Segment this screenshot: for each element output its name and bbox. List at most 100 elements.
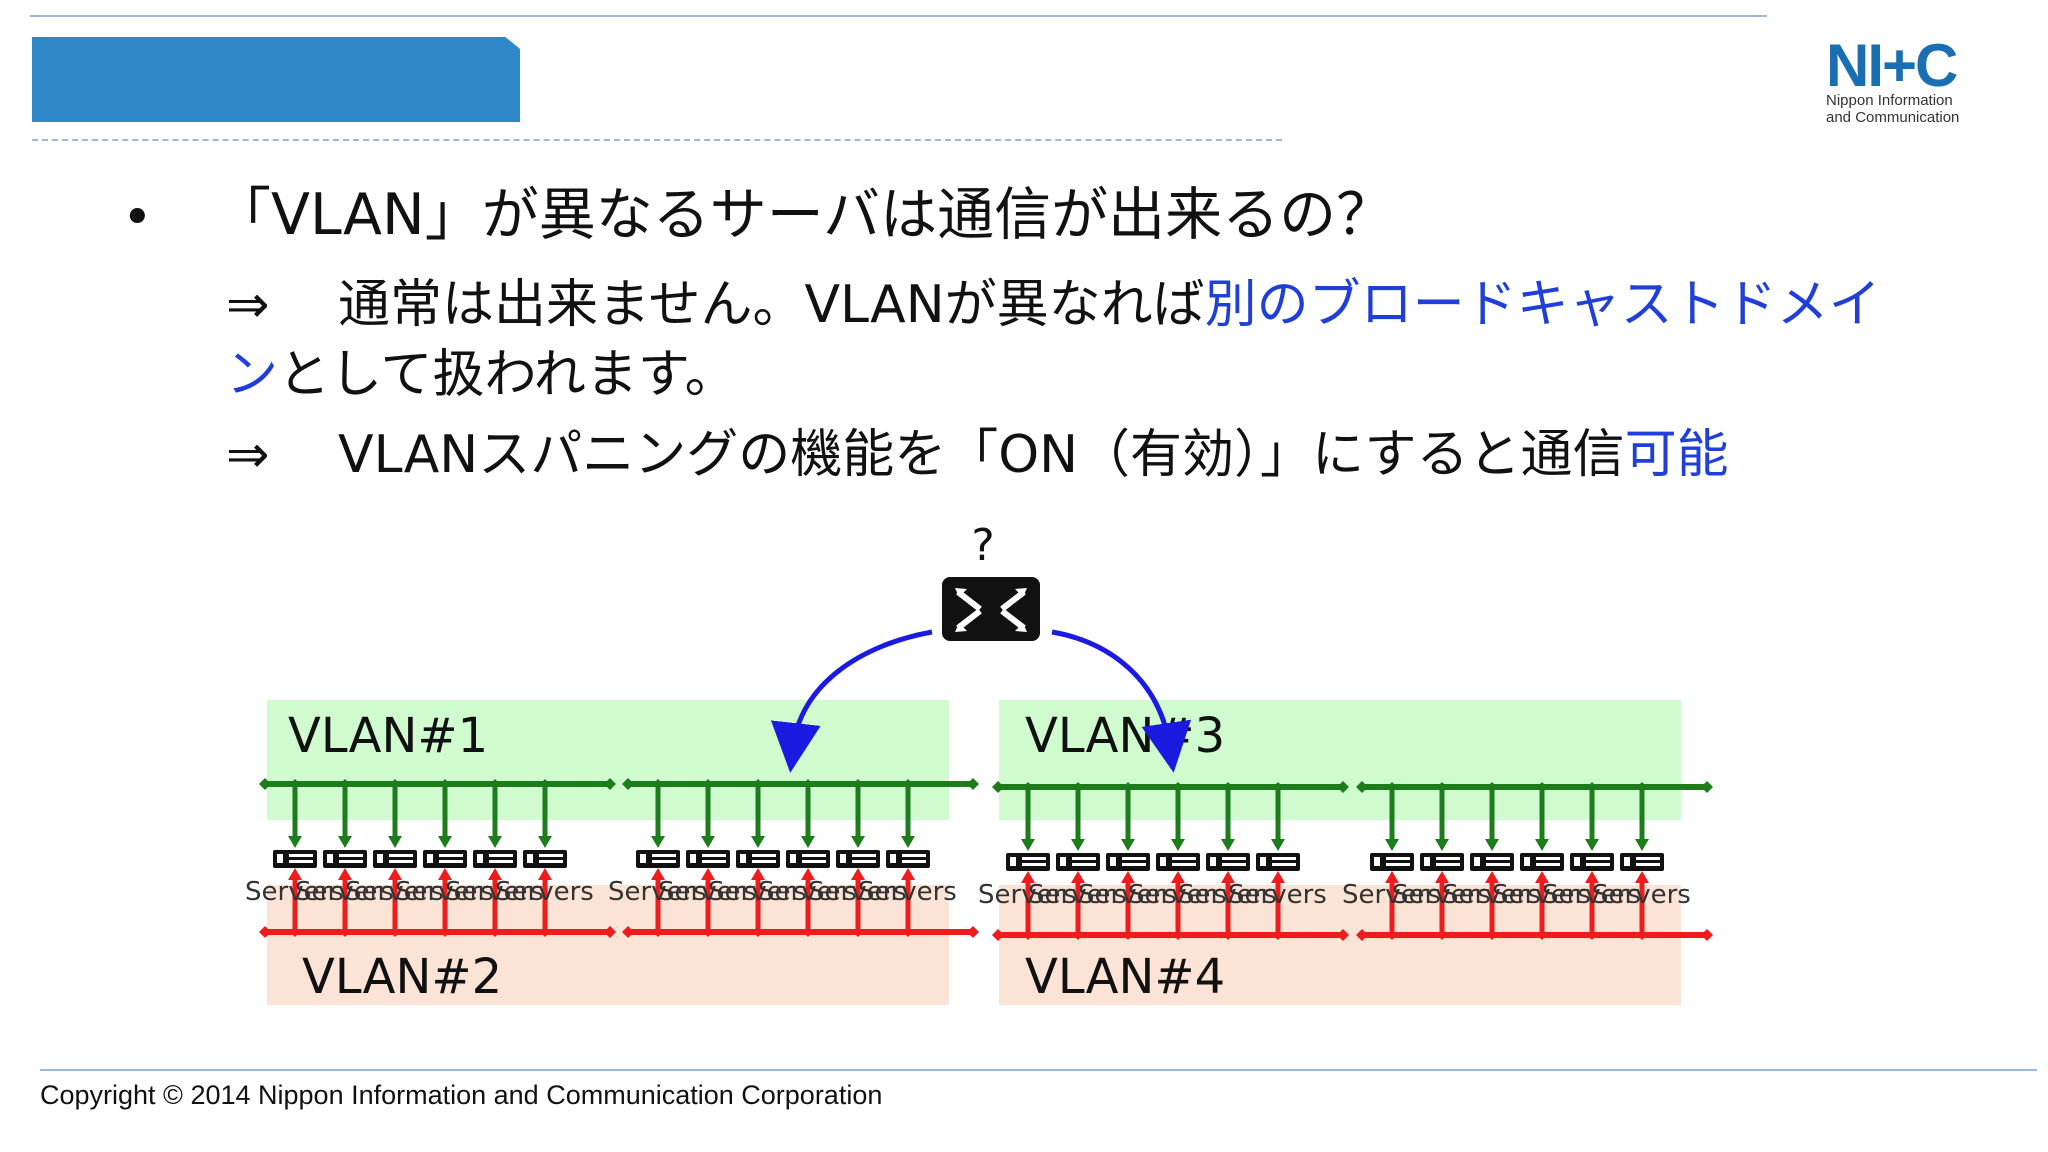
drop-node [1073,930,1083,940]
drop-node [803,927,813,937]
drop-node [540,779,550,789]
answer-1-text: 通常は出来ません。VLANが異なれば [338,275,1205,335]
drop-arrowhead [1121,839,1135,851]
server-label: Servers [1128,880,1227,910]
bus-end-node [604,778,616,790]
server-group-1: ServersServersServersServersServersServe… [245,778,616,938]
drop-arrowhead [851,836,865,848]
vlan-3-area [999,700,1681,820]
server-icon [1156,853,1200,871]
drop-arrowhead [851,868,865,880]
drop-arrowhead [288,868,302,880]
drop-arrowhead [288,836,302,848]
server-label: Servers [1028,880,1127,910]
drop-node [903,779,913,789]
drop-arrowhead [651,836,665,848]
drop-node [1587,930,1597,940]
drop-arrowhead [801,836,815,848]
server-label: Servers [445,877,544,907]
drop-node [1637,782,1647,792]
server-icon [636,850,680,868]
server-label: Servers [858,877,957,907]
drop-node [1437,930,1447,940]
drop-arrowhead [1071,871,1085,883]
drop-node [1073,782,1083,792]
drop-arrowhead [901,868,915,880]
drop-node [803,779,813,789]
server-label: Servers [295,877,394,907]
bus-end-node [967,778,979,790]
server-label: Servers [758,877,857,907]
drop-node [653,779,663,789]
drop-arrowhead [1221,839,1235,851]
question-mark: ? [971,520,994,571]
drop-arrowhead [338,836,352,848]
answer-1-highlight: 別のブロードキャストドメイン [226,275,1881,405]
drop-node [853,927,863,937]
drop-arrowhead [1221,871,1235,883]
server-label: Servers [1228,880,1327,910]
server-icon [1106,853,1150,871]
drop-arrowhead [1071,839,1085,851]
server-icon [473,850,517,868]
drop-node [753,927,763,937]
drop-node [1387,782,1397,792]
answer-1-text-end: として扱われます。 [278,345,737,405]
server-icon [1520,853,1564,871]
drop-arrowhead [1635,871,1649,883]
server-icon [886,850,930,868]
drop-node [1223,930,1233,940]
drop-node [1273,782,1283,792]
drop-node [653,927,663,937]
logo-line-2: and Communication [1826,109,1960,126]
drop-node [1537,782,1547,792]
server-icon [1056,853,1100,871]
company-logo: NI+C Nippon Information and Communicatio… [1826,36,1986,132]
server-label: Servers [658,877,757,907]
drop-arrowhead [1435,871,1449,883]
drop-arrowhead [488,868,502,880]
answer-1: ⇒通常は出来ません。VLANが異なれば別のブロードキャストドメインとして扱われま… [226,270,1926,410]
drop-arrowhead [338,868,352,880]
drop-node [853,779,863,789]
server-label: Servers [1392,880,1491,910]
server-icon [323,850,367,868]
drop-node [490,779,500,789]
drop-node [1387,930,1397,940]
server-label: Servers [1078,880,1177,910]
server-icon [523,850,567,868]
drop-node [1487,930,1497,940]
server-icon [836,850,880,868]
drop-arrowhead [1271,839,1285,851]
drop-node [1123,782,1133,792]
drop-node [440,927,450,937]
server-label: Servers [1542,880,1641,910]
vlan-1-label: VLAN#1 [288,708,488,764]
server-label: Servers [1178,880,1277,910]
title-dashed-divider [32,139,1282,141]
drop-arrowhead [388,836,402,848]
slide-title-box [32,37,520,122]
bus-end-node [622,778,634,790]
question-text: 「VLAN」が異なるサーバは通信が出来るの？ [214,182,1394,248]
drop-arrowhead [1585,871,1599,883]
drop-arrowhead [1385,839,1399,851]
vlan-3-label: VLAN#3 [1025,708,1225,764]
drop-arrowhead [751,868,765,880]
bus-end-node [259,926,271,938]
drop-arrowhead [1635,839,1649,851]
drop-node [1437,782,1447,792]
drop-node [290,779,300,789]
drop-arrowhead [901,836,915,848]
server-icon [1206,853,1250,871]
drop-arrowhead [438,836,452,848]
drop-arrowhead [538,868,552,880]
vlan-4-label: VLAN#4 [1025,949,1225,1005]
drop-arrowhead [751,836,765,848]
bus-end-node [1356,781,1368,793]
server-icon [1570,853,1614,871]
drop-node [290,927,300,937]
drop-arrowhead [388,868,402,880]
server-icon [1420,853,1464,871]
